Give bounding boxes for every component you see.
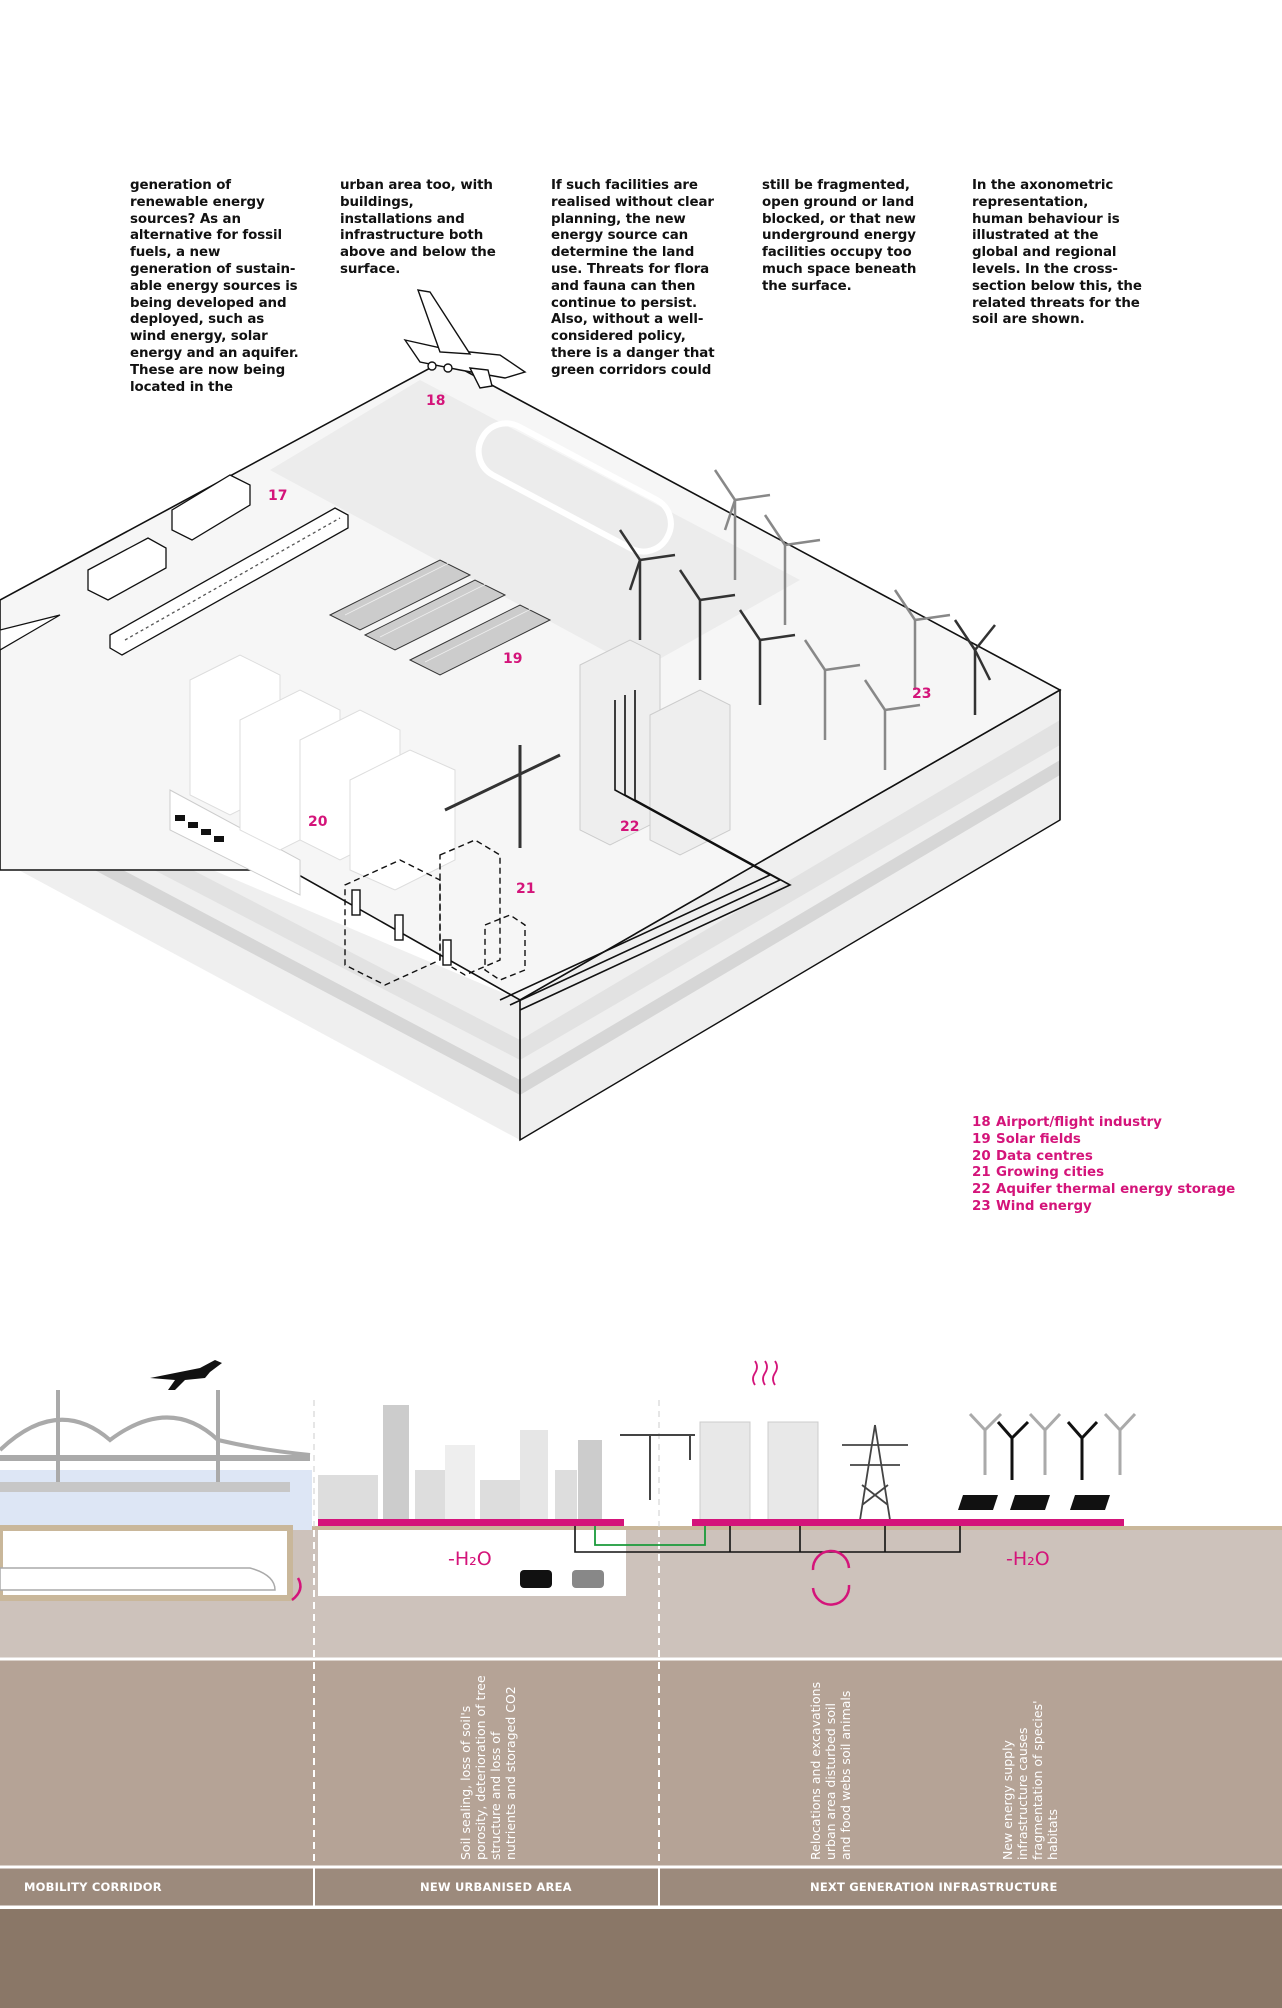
axonometric-illustration — [0, 289, 1062, 1142]
solar-panels — [328, 559, 552, 676]
train-icon — [109, 507, 349, 656]
pylon-icon — [842, 1424, 908, 1521]
vibration-icon — [291, 1577, 302, 1601]
zone-label-infrastructure: NEXT GENERATION INFRASTRUCTURE — [810, 1880, 1058, 1894]
data-centre-buildings — [189, 654, 456, 891]
sealed-surface-bar — [318, 1519, 624, 1526]
cross-section — [0, 1360, 1282, 2008]
text-column-1: generation of renewable energy sources? … — [130, 178, 299, 395]
zone-label-mobility: MOBILITY CORRIDOR — [24, 1880, 162, 1894]
airplane-icon — [403, 289, 527, 389]
aquifer-pipes — [499, 690, 792, 1011]
infrastructure-surface-bar — [692, 1519, 1124, 1526]
bridge-icon — [0, 1390, 311, 1490]
text-column-5: In the axonometric representation, human… — [972, 178, 1142, 328]
runway-area — [270, 380, 800, 670]
underground-train-icon — [0, 1567, 276, 1591]
tower-crane-icon — [620, 1434, 695, 1500]
h2o-left-label: -H₂O — [448, 1548, 492, 1570]
zone-label-band — [0, 1868, 1282, 1906]
aquifer-buildings — [579, 639, 731, 856]
marker-17: 17 — [268, 488, 288, 504]
heat-icon — [752, 1360, 778, 1386]
highway-ramp — [0, 614, 61, 651]
cars-icon — [175, 815, 224, 842]
runway-loop — [475, 420, 674, 555]
text-column-4: still be fragmented, open ground or land… — [762, 178, 917, 294]
airplane-small-icon — [150, 1360, 222, 1390]
marker-19: 19 — [503, 651, 523, 667]
wells — [351, 889, 452, 966]
wind-turbine-icons — [968, 1412, 1137, 1480]
cycle-icon — [811, 1549, 851, 1606]
growing-city-outline — [344, 839, 526, 986]
car-icon — [520, 1570, 604, 1588]
soil-mid-band — [0, 1660, 1282, 1868]
crane-icon — [444, 745, 561, 848]
city-skyline — [318, 1405, 602, 1525]
truck-icon — [87, 474, 251, 601]
wind-turbines — [618, 469, 996, 770]
marker-23: 23 — [912, 686, 932, 702]
text-column-3: If such facilities are realised without … — [551, 178, 715, 378]
underground-cables — [574, 1526, 961, 1553]
soil-deep-band — [0, 1909, 1282, 2008]
data-centre-block — [699, 1421, 751, 1523]
marker-21: 21 — [516, 881, 536, 897]
marker-18: 18 — [426, 393, 446, 409]
marker-20: 20 — [308, 814, 328, 830]
marker-22: 22 — [620, 819, 640, 835]
text-column-2: urban area too, with buildings, installa… — [340, 178, 496, 277]
green-pipe — [594, 1526, 706, 1546]
solar-grid — [344, 559, 536, 663]
solar-panel-icons — [958, 1495, 1110, 1510]
zone-label-urbanised: NEW URBANISED AREA — [420, 1880, 572, 1894]
h2o-right-label: -H₂O — [1006, 1548, 1050, 1570]
